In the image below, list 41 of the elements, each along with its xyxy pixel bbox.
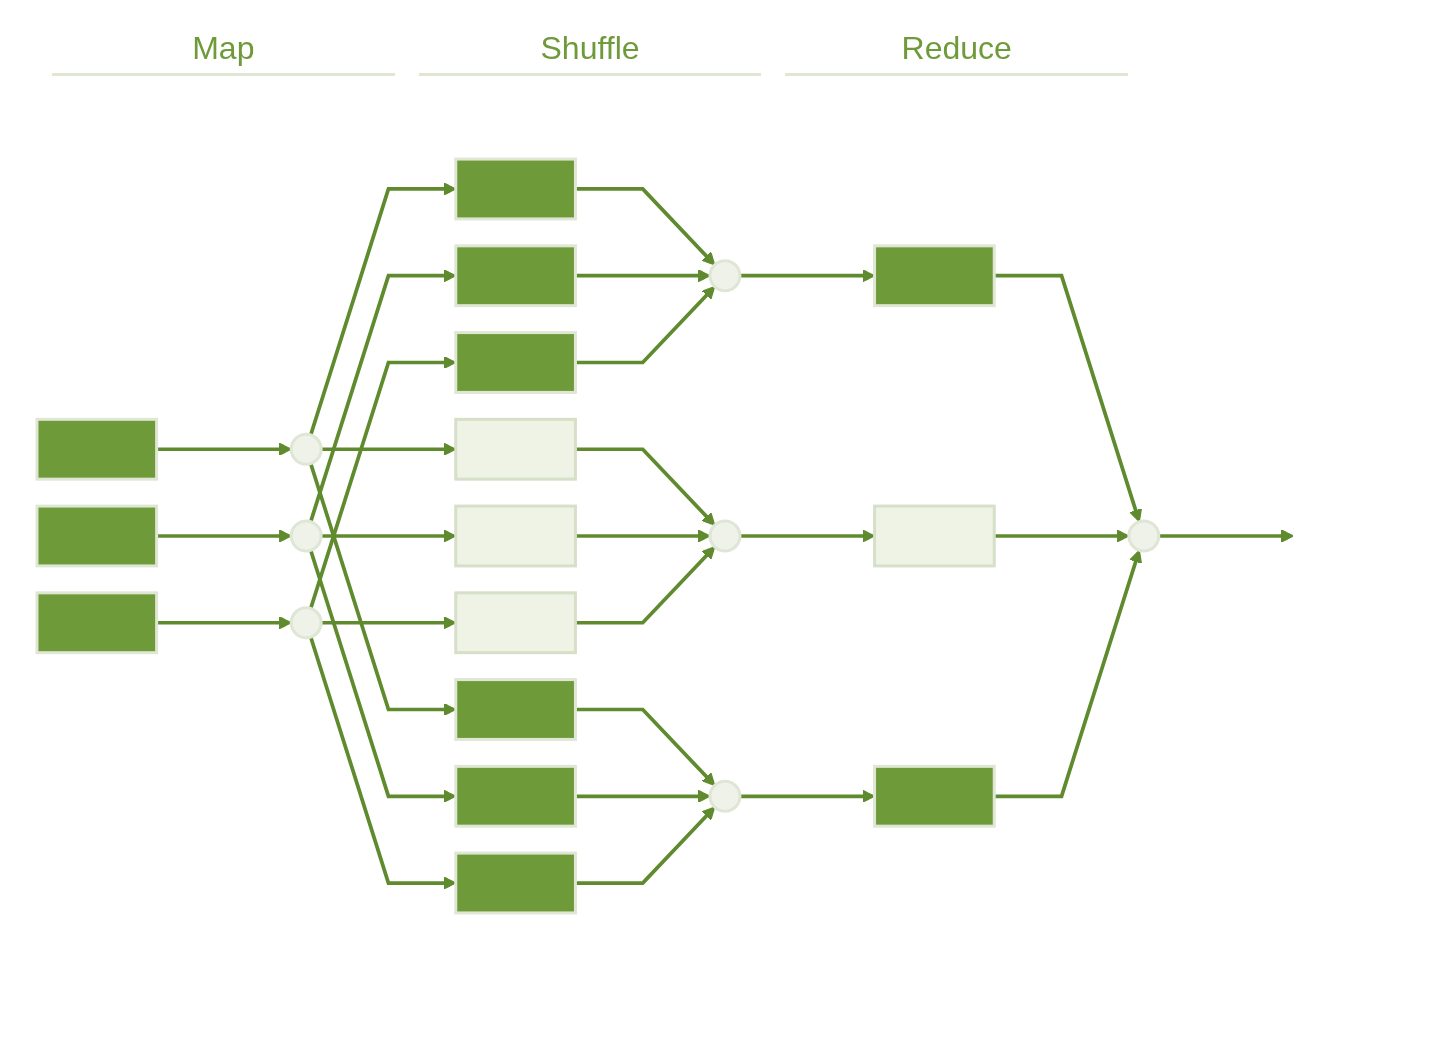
node-bar xyxy=(454,244,577,308)
node-bar xyxy=(454,851,577,915)
arrow xyxy=(1158,529,1294,543)
node-bar xyxy=(35,504,159,568)
arrow xyxy=(575,546,716,625)
node-circle xyxy=(289,606,323,640)
arrow xyxy=(575,447,716,526)
node-circle xyxy=(289,519,323,553)
arrow xyxy=(156,616,292,630)
stage-label: Reduce xyxy=(785,30,1128,76)
arrow xyxy=(994,529,1130,543)
node-bar xyxy=(35,591,159,655)
arrow xyxy=(575,707,716,786)
node-circle xyxy=(1127,519,1161,553)
node-circle xyxy=(289,432,323,466)
arrow xyxy=(575,269,711,283)
arrow xyxy=(575,286,716,365)
node-bar xyxy=(873,764,996,828)
arrow xyxy=(156,529,292,543)
arrow xyxy=(575,806,716,885)
node-bar xyxy=(454,157,577,221)
stage-label: Shuffle xyxy=(418,30,762,76)
node-bar xyxy=(454,417,577,481)
stage-label: Map xyxy=(52,30,395,76)
node-bar xyxy=(873,244,996,308)
node-bar xyxy=(454,504,577,568)
node-bar xyxy=(454,331,577,394)
node-bar xyxy=(454,678,577,741)
node-circle xyxy=(708,779,742,813)
node-circle xyxy=(708,519,742,553)
arrow xyxy=(575,529,711,543)
arrow xyxy=(156,442,292,456)
node-bar xyxy=(873,504,996,568)
arrow xyxy=(994,549,1142,799)
node-circle xyxy=(708,259,742,293)
arrow xyxy=(575,187,716,266)
arrow xyxy=(575,789,711,803)
arrow xyxy=(994,273,1142,523)
node-bar xyxy=(454,591,577,655)
node-bar xyxy=(35,417,159,481)
node-bar xyxy=(454,764,577,828)
